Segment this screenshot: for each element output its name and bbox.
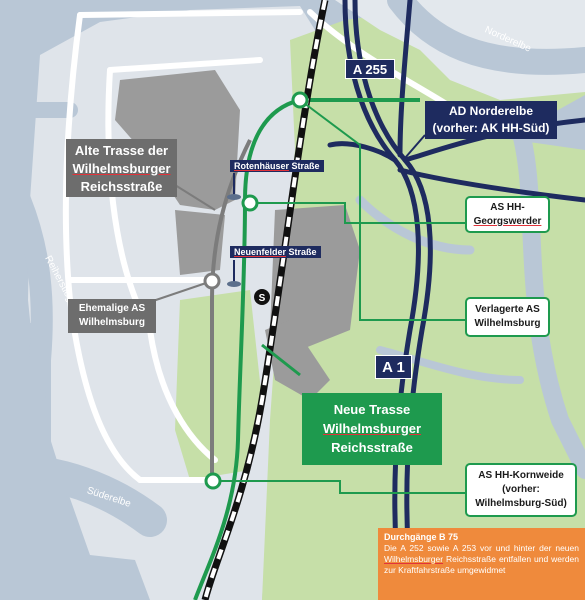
georgswerder-line2: Georgswerder bbox=[473, 216, 542, 227]
road-northwest bbox=[107, 57, 263, 73]
leader-kornweide bbox=[213, 480, 465, 494]
new-route-label: Neue Trasse Wilhelmsburger Reichsstraße bbox=[302, 393, 442, 465]
water-channels bbox=[0, 0, 585, 520]
s-bahn-icon: S bbox=[259, 293, 266, 304]
road-north bbox=[77, 9, 303, 18]
leader-ehemalige bbox=[149, 280, 213, 303]
verlagerte-line2: Wilhelmsburg bbox=[474, 318, 541, 329]
new-route-line2: Wilhelmsburger bbox=[322, 421, 422, 436]
a255-shield: A 255 bbox=[345, 59, 395, 79]
urban-block-south bbox=[265, 320, 330, 400]
leader-lines bbox=[149, 99, 465, 494]
street-neuenfelder-suffix: Straße bbox=[286, 247, 317, 257]
interchange-line2: (vorher: AK HH-Süd) bbox=[432, 121, 550, 135]
s-bahn-station-marker bbox=[254, 289, 270, 305]
new-route-line3: Reichsstraße bbox=[331, 440, 413, 455]
a255-right bbox=[352, 0, 433, 600]
junction-ehemalige-marker bbox=[203, 272, 221, 290]
canal-east-1 bbox=[355, 195, 475, 255]
note-text-b: Reichsstraße entfallen und werden zur Kr… bbox=[384, 554, 579, 575]
ad-link-4 bbox=[397, 167, 585, 203]
road-south bbox=[147, 327, 218, 463]
kornweide-line1: AS HH-Kornweide bbox=[478, 470, 564, 481]
ehemalige-label: Ehemalige AS Wilhelmsburg bbox=[68, 299, 156, 333]
kornweide-label: AS HH-Kornweide (vorher: Wilhelmsburg-Sü… bbox=[465, 463, 577, 517]
old-route-line3: Reichsstraße bbox=[80, 179, 163, 194]
note-title: Durchgänge B 75 bbox=[384, 532, 459, 542]
georgswerder-label: AS HH- Georgswerder bbox=[465, 196, 550, 233]
norderelbe-arm bbox=[387, 0, 585, 75]
street-neuenfelder-name: Neuenfelder bbox=[234, 247, 287, 257]
note-text: Die A 252 sowie A 253 vor und hinter der… bbox=[384, 543, 579, 576]
a255-left bbox=[342, 0, 421, 600]
ehemalige-line1: Ehemalige AS bbox=[78, 303, 146, 314]
suederelbe-river bbox=[0, 453, 167, 537]
ad-link-3 bbox=[397, 0, 413, 158]
old-route-line1: Alte Trasse der bbox=[74, 143, 169, 158]
pin-rotenhaeuser-base bbox=[227, 194, 241, 200]
junction-georgswerder-marker bbox=[291, 91, 309, 109]
leader-georgswerder bbox=[250, 202, 465, 224]
old-route-line2: Wilhelmsburger bbox=[72, 161, 171, 176]
verlagerte-label: Verlagerte AS Wilhelmsburg bbox=[465, 297, 550, 337]
leader-interchange bbox=[404, 134, 426, 159]
street-rotenhaeuser-suffix: Straße bbox=[289, 161, 320, 171]
leader-verlagerte bbox=[299, 99, 465, 321]
georgswerder-line1: AS HH- bbox=[490, 202, 525, 213]
pin-neuenfelder-base bbox=[227, 281, 241, 287]
old-route-line bbox=[209, 139, 252, 480]
interchange-line1: AD Norderelbe bbox=[448, 104, 534, 118]
ad-link-2 bbox=[327, 141, 398, 163]
street-label-rotenhaeuser: Rotenhäuser Straße bbox=[230, 160, 324, 172]
old-route-label: Alte Trasse der Wilhelmsburger Reichsstr… bbox=[66, 139, 177, 197]
note-box: Durchgänge B 75 Die A 252 sowie A 253 vo… bbox=[378, 528, 585, 600]
verlagerte-line1: Verlagerte AS bbox=[475, 304, 540, 315]
interchange-label: AD Norderelbe (vorher: AK HH-Süd) bbox=[425, 101, 557, 139]
a1-shield: A 1 bbox=[375, 355, 412, 379]
new-route-line bbox=[193, 98, 301, 600]
street-label-neuenfelder: Neuenfelder Straße bbox=[230, 246, 321, 258]
junction-rotenhaeuser-marker bbox=[241, 194, 259, 212]
note-text-a: Die A 252 sowie A 253 vor und hinter der… bbox=[384, 543, 579, 553]
note-text-underlined: Wilhelmsburger bbox=[384, 554, 444, 564]
reiherstieg-channel bbox=[9, 189, 53, 481]
ehemalige-line2: Wilhelmsburg bbox=[78, 317, 146, 328]
street-rotenhaeuser-name: Rotenhäuser bbox=[234, 161, 290, 171]
canal-east-2 bbox=[376, 346, 524, 384]
leader-old-route bbox=[174, 184, 216, 211]
junction-kornweide-marker bbox=[204, 472, 222, 490]
leader-new-route bbox=[261, 343, 301, 377]
east-channel bbox=[511, 121, 585, 479]
urban-block-east bbox=[270, 205, 360, 350]
kornweide-line3: Wilhelmsburg-Süd) bbox=[475, 498, 567, 509]
urban-block-north bbox=[115, 70, 240, 210]
kornweide-line2: (vorher: bbox=[502, 484, 540, 495]
new-route-line1: Neue Trasse bbox=[333, 402, 411, 417]
